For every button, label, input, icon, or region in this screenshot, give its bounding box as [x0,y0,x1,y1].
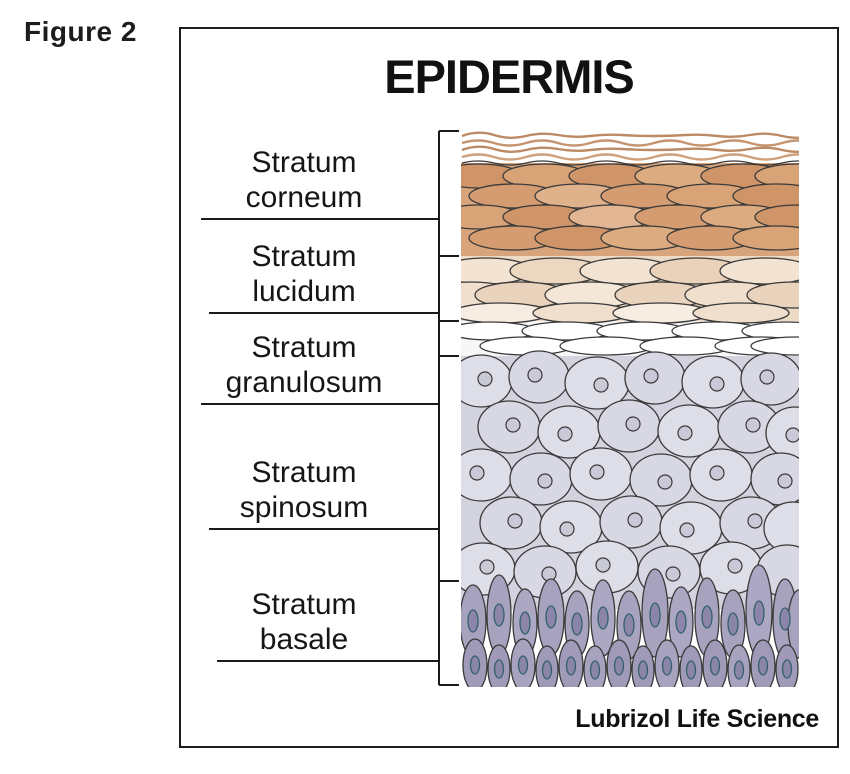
stratum-spinosum-cells [461,350,799,599]
desquamating-flakes-icon [461,131,799,166]
layer-label-stratum-granulosum: Stratum granulosum [225,331,383,399]
basale-nuclei [467,600,793,680]
credit-text: Lubrizol Life Science [575,705,819,733]
diagram-box: EPIDERMIS Stratum corneum Stratum lucidu… [179,27,839,748]
page-title: EPIDERMIS [384,50,635,103]
spinosum-nuclei [469,367,799,582]
layer-label-stratum-corneum: Stratum corneum [245,146,363,214]
stratum-granulosum-cells [461,321,799,356]
layer-label-stratum-spinosum: Stratum spinosum [239,456,369,524]
connector-lines [201,130,459,686]
figure-label: Figure 2 [24,16,137,47]
stratum-lucidum-cells [461,257,799,324]
layer-label-stratum-lucidum: Stratum lucidum [251,240,357,308]
epidermis-illustration [201,130,799,687]
layer-label-stratum-basale: Stratum basale [251,588,357,656]
stratum-corneum-cells [461,163,799,251]
